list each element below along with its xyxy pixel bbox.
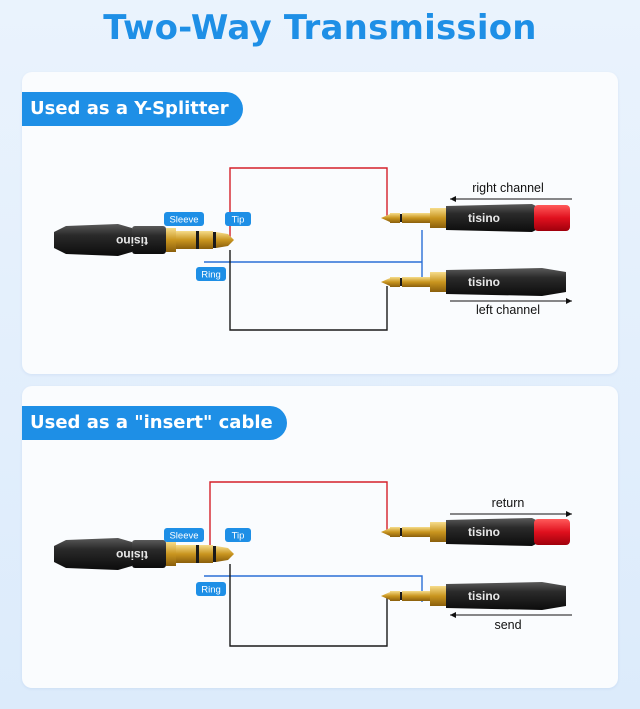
svg-text:Sleeve: Sleeve bbox=[169, 215, 198, 226]
sleeve-label: Sleeve bbox=[164, 212, 204, 226]
tip-label: Tip bbox=[225, 528, 251, 542]
wiring-diagram: tisino Sleeve Tip Ring tisino right chan bbox=[54, 167, 572, 331]
return-plug-icon: tisino bbox=[381, 518, 570, 546]
left-channel-plug-icon: tisino bbox=[381, 268, 566, 296]
tip-wire bbox=[209, 481, 388, 552]
page-title: Two-Way Transmission bbox=[103, 8, 537, 48]
plug-brand-label: tisino bbox=[468, 275, 500, 289]
svg-text:Tip: Tip bbox=[232, 531, 245, 542]
return-caption: return bbox=[492, 496, 525, 510]
ring-label: Ring bbox=[196, 582, 226, 596]
send-caption: send bbox=[494, 618, 521, 632]
right-channel-plug-icon: tisino bbox=[381, 204, 570, 232]
svg-text:Ring: Ring bbox=[201, 585, 221, 596]
sleeve-wire bbox=[229, 250, 388, 331]
send-plug-icon: tisino bbox=[381, 582, 566, 610]
tip-wire bbox=[229, 167, 388, 238]
sleeve-wire bbox=[229, 564, 388, 647]
stereo-plug-icon: tisino bbox=[54, 224, 234, 256]
plug-brand-label: tisino bbox=[468, 211, 500, 225]
plug-brand-label: tisino bbox=[468, 525, 500, 539]
svg-text:Ring: Ring bbox=[201, 270, 221, 281]
plug-brand-label: tisino bbox=[468, 589, 500, 603]
svg-text:Sleeve: Sleeve bbox=[169, 531, 198, 542]
plug-brand-label: tisino bbox=[116, 548, 148, 562]
ring-label: Ring bbox=[196, 267, 226, 281]
ring-wire bbox=[204, 230, 423, 278]
wiring-diagram: tisino Sleeve Tip Ring tisino return bbox=[54, 481, 572, 647]
svg-text:Tip: Tip bbox=[232, 215, 245, 226]
tip-label: Tip bbox=[225, 212, 251, 226]
right-channel-caption: right channel bbox=[472, 181, 544, 195]
section-heading: Used as a Y-Splitter bbox=[22, 92, 243, 126]
left-channel-caption: left channel bbox=[476, 303, 540, 317]
section-heading: Used as a "insert" cable bbox=[22, 406, 287, 440]
plug-brand-label: tisino bbox=[116, 234, 148, 248]
sleeve-label: Sleeve bbox=[164, 528, 204, 542]
section-y-splitter: Used as a Y-Splitter tis bbox=[22, 72, 618, 374]
stereo-plug-icon: tisino bbox=[54, 538, 234, 570]
section-insert-cable: Used as a "insert" cable tisino Sleeve T… bbox=[22, 386, 618, 688]
